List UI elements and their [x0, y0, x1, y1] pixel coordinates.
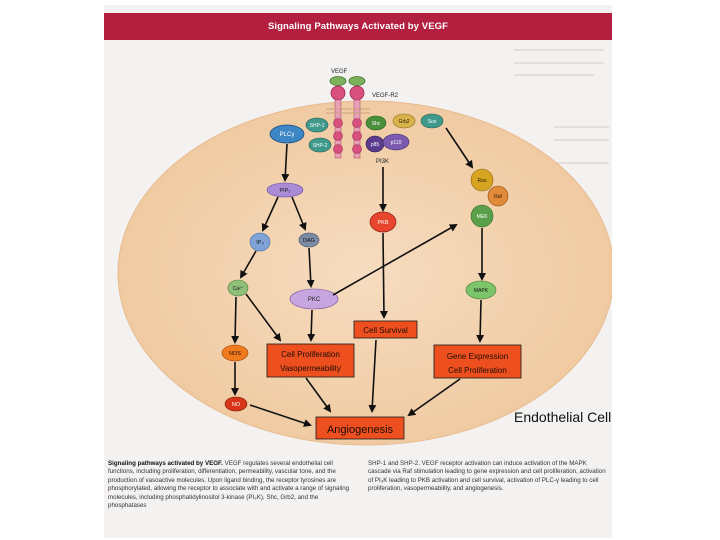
header-bar [104, 13, 612, 40]
svg-text:SHP-1: SHP-1 [310, 123, 325, 129]
caption-right-column: SHP-1 and SHP-2. VEGF receptor activatio… [368, 460, 606, 493]
figure-caption: Signaling pathways activated by VEGF. VE… [104, 460, 612, 538]
vegf-r2-receptor: VEGF VEGF-R2 [326, 69, 399, 159]
svg-text:Angiogenesis: Angiogenesis [327, 424, 394, 436]
vegf-r2-label: VEGF-R2 [372, 93, 399, 99]
svg-text:Ca²⁺: Ca²⁺ [233, 286, 244, 292]
svg-text:Ras: Ras [478, 178, 487, 184]
node-ras: Ras [470, 168, 494, 192]
vegf-label: VEGF [331, 69, 348, 75]
svg-text:Cell Survival: Cell Survival [363, 326, 408, 335]
svg-text:SHP-2: SHP-2 [313, 143, 328, 149]
textbook-page-scan: Signaling Pathways Activated by VEGF [104, 5, 612, 538]
svg-text:p85: p85 [371, 142, 380, 148]
svg-text:PKC: PKC [308, 297, 321, 303]
outcome-cell-survival: Cell Survival [353, 320, 418, 339]
vegf-pathway-diagram: Endothelial Cell VEGF VEGF-R2 [117, 49, 612, 446]
svg-text:PKB: PKB [377, 220, 388, 226]
pi3k-label: PI3K [376, 159, 389, 165]
outcome-cell-proliferation: Cell Proliferation Vasopermeability [266, 343, 355, 378]
caption-left-column: Signaling pathways activated by VEGF. VE… [108, 460, 354, 510]
node-plc-gamma: PLCγ [269, 124, 305, 144]
svg-text:PIP₂: PIP₂ [280, 188, 291, 194]
svg-text:Cell Proliferation: Cell Proliferation [448, 366, 507, 375]
node-dag: DAG [298, 232, 320, 248]
caption-lead: Signaling pathways activated by VEGF. [108, 460, 223, 467]
svg-text:DAG: DAG [303, 238, 315, 244]
node-grb2: Grb2 [392, 113, 416, 129]
node-p85: p85 [365, 135, 385, 153]
node-ip3: IP₃ [249, 232, 271, 252]
node-ca: Ca²⁺ [227, 279, 249, 297]
node-nos: NOS [221, 344, 249, 362]
svg-text:NO: NO [232, 402, 241, 408]
svg-text:PLCγ: PLCγ [280, 132, 295, 138]
page-title: Signaling Pathways Activated by VEGF [267, 21, 449, 32]
svg-text:Raf: Raf [494, 194, 502, 200]
svg-text:NOS: NOS [229, 351, 241, 357]
outcome-angiogenesis: Angiogenesis [315, 416, 405, 440]
svg-text:MEK: MEK [477, 214, 489, 220]
endothelial-cell-label: Endothelial Cell [514, 409, 611, 425]
svg-text:p110: p110 [391, 140, 402, 146]
svg-text:IP₃: IP₃ [256, 240, 263, 246]
node-shp1: SHP-1 [305, 117, 329, 133]
pathway-arrows [231, 127, 486, 427]
node-pip2: PIP₂ [266, 182, 304, 198]
svg-text:Shc: Shc [372, 121, 381, 127]
node-pkc: PKC [289, 288, 339, 310]
endothelial-cell-body [117, 100, 612, 446]
background-text-lines [514, 49, 609, 164]
svg-text:Gene Expression: Gene Expression [447, 352, 508, 361]
svg-text:Vasopermeability: Vasopermeability [280, 364, 341, 373]
node-pkb: PKB [369, 211, 397, 233]
node-mek: MEK [470, 204, 494, 228]
svg-text:Cell Proliferation: Cell Proliferation [281, 350, 340, 359]
svg-text:MAPK: MAPK [474, 288, 489, 294]
node-sos: Sos [420, 113, 444, 129]
node-no: NO [224, 396, 248, 412]
node-raf: Raf [487, 185, 509, 207]
node-mapk: MAPK [465, 280, 497, 300]
svg-text:Grb2: Grb2 [398, 119, 409, 125]
node-p110: p110 [382, 133, 410, 151]
node-shp2: SHP-2 [308, 137, 332, 153]
outcome-gene-expression: Gene Expression Cell Proliferation [433, 344, 522, 379]
caption-left-body: VEGF regulates several endothelial cell … [108, 460, 350, 510]
node-shc: Shc [365, 115, 387, 131]
svg-text:Sos: Sos [428, 119, 437, 125]
